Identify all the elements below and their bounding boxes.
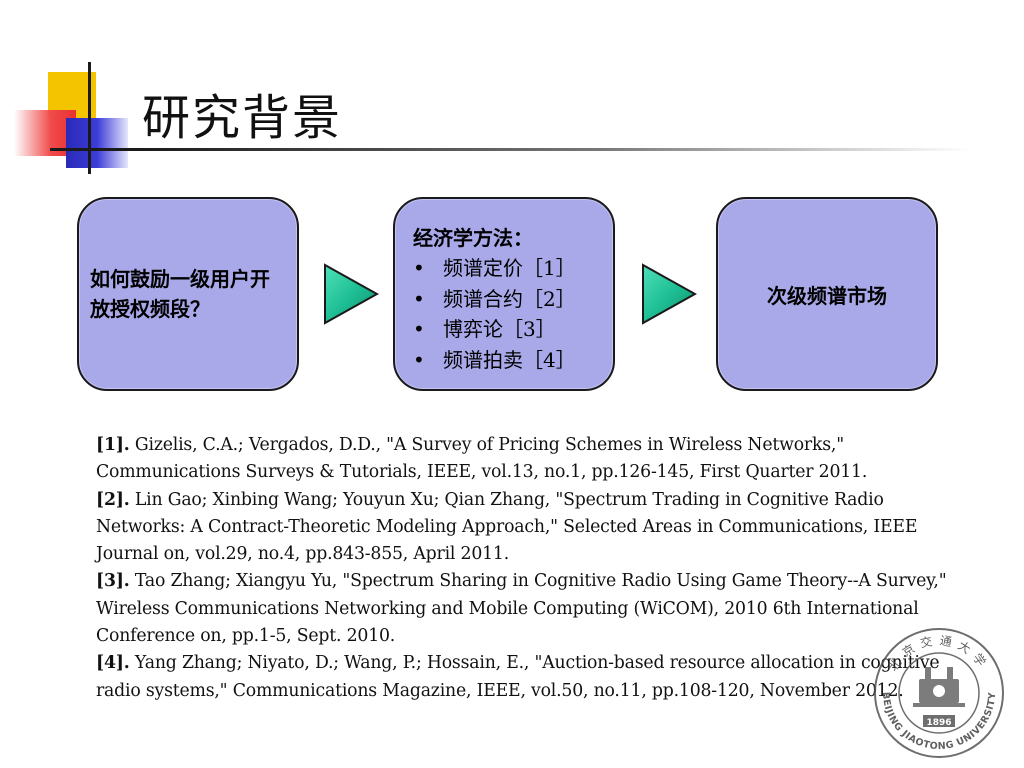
reference-text: Lin Gao; Xinbing Wang; Youyun Xu; Qian Z… [96,489,918,565]
method-label: 频谱拍卖［4］ [443,347,576,372]
reference-text: Tao Zhang; Xiangyu Yu, "Spectrum Sharing… [96,571,947,647]
flow-box-market: 次级频谱市场 [716,197,938,391]
flow-box-methods: 经济学方法： • 频谱定价［1］ • 频谱合约［2］ • 博弈论［3］ • 频谱拍卖［4… [393,197,615,391]
reference-text: Yang Zhang; Niyato, D.; Wang, P.; Hossai… [96,653,940,701]
decor-horizontal-line-left [50,148,140,151]
title-underline [140,148,970,151]
reference-item: [3]. Tao Zhang; Xiangyu Yu, "Spectrum Sh… [96,568,966,650]
list-item: • 频谱定价［1］ [413,253,613,284]
methods-heading: 经济学方法： [413,226,533,250]
right-arrow-icon [324,263,379,325]
reference-text: Gizelis, C.A.; Vergados, D.D., "A Survey… [96,435,868,483]
list-item: • 博弈论［3］ [413,314,613,345]
reference-number: [3]. [96,571,130,592]
flow-box-question-text: 如何鼓励一级用户开放授权频段？ [90,267,270,321]
seal-year: 1896 [926,718,951,728]
reference-item: [4]. Yang Zhang; Niyato, D.; Wang, P.; H… [96,650,966,705]
method-label: 频谱合约［2］ [443,286,576,311]
university-seal-icon: 北京交通大学 BEIJING JIAOTONG UNIVERSITY 1896 [874,628,1004,758]
slide-title: 研究背景 [142,90,343,146]
reference-item: [1]. Gizelis, C.A.; Vergados, D.D., "A S… [96,432,966,487]
decor-vertical-line [88,62,91,174]
seal-year-band [923,715,955,727]
bullet-icon: • [413,317,425,341]
list-item: • 频谱合约［2］ [413,284,613,315]
references: [1]. Gizelis, C.A.; Vergados, D.D., "A S… [96,432,966,705]
seal-emblem [913,667,965,707]
flow-box-market-text: 次级频谱市场 [767,283,887,308]
bullet-icon: • [413,347,425,372]
decor-blue-square [66,118,128,168]
bullet-icon: • [413,286,425,311]
method-label: 频谱定价［1］ [443,256,576,280]
reference-item: [2]. Lin Gao; Xinbing Wang; Youyun Xu; Q… [96,487,966,569]
reference-number: [4]. [96,653,130,674]
flow-box-question: 如何鼓励一级用户开放授权频段？ [77,197,299,391]
reference-number: [2]. [96,489,130,510]
bullet-icon: • [413,256,425,280]
reference-number: [1]. [96,435,130,455]
method-label: 博弈论［3］ [443,317,556,341]
list-item: • 频谱拍卖［4］ [413,345,613,376]
right-arrow-icon [642,263,697,325]
methods-list: • 频谱定价［1］ • 频谱合约［2］ • 博弈论［3］ • 频谱拍卖［4］ [413,253,613,375]
